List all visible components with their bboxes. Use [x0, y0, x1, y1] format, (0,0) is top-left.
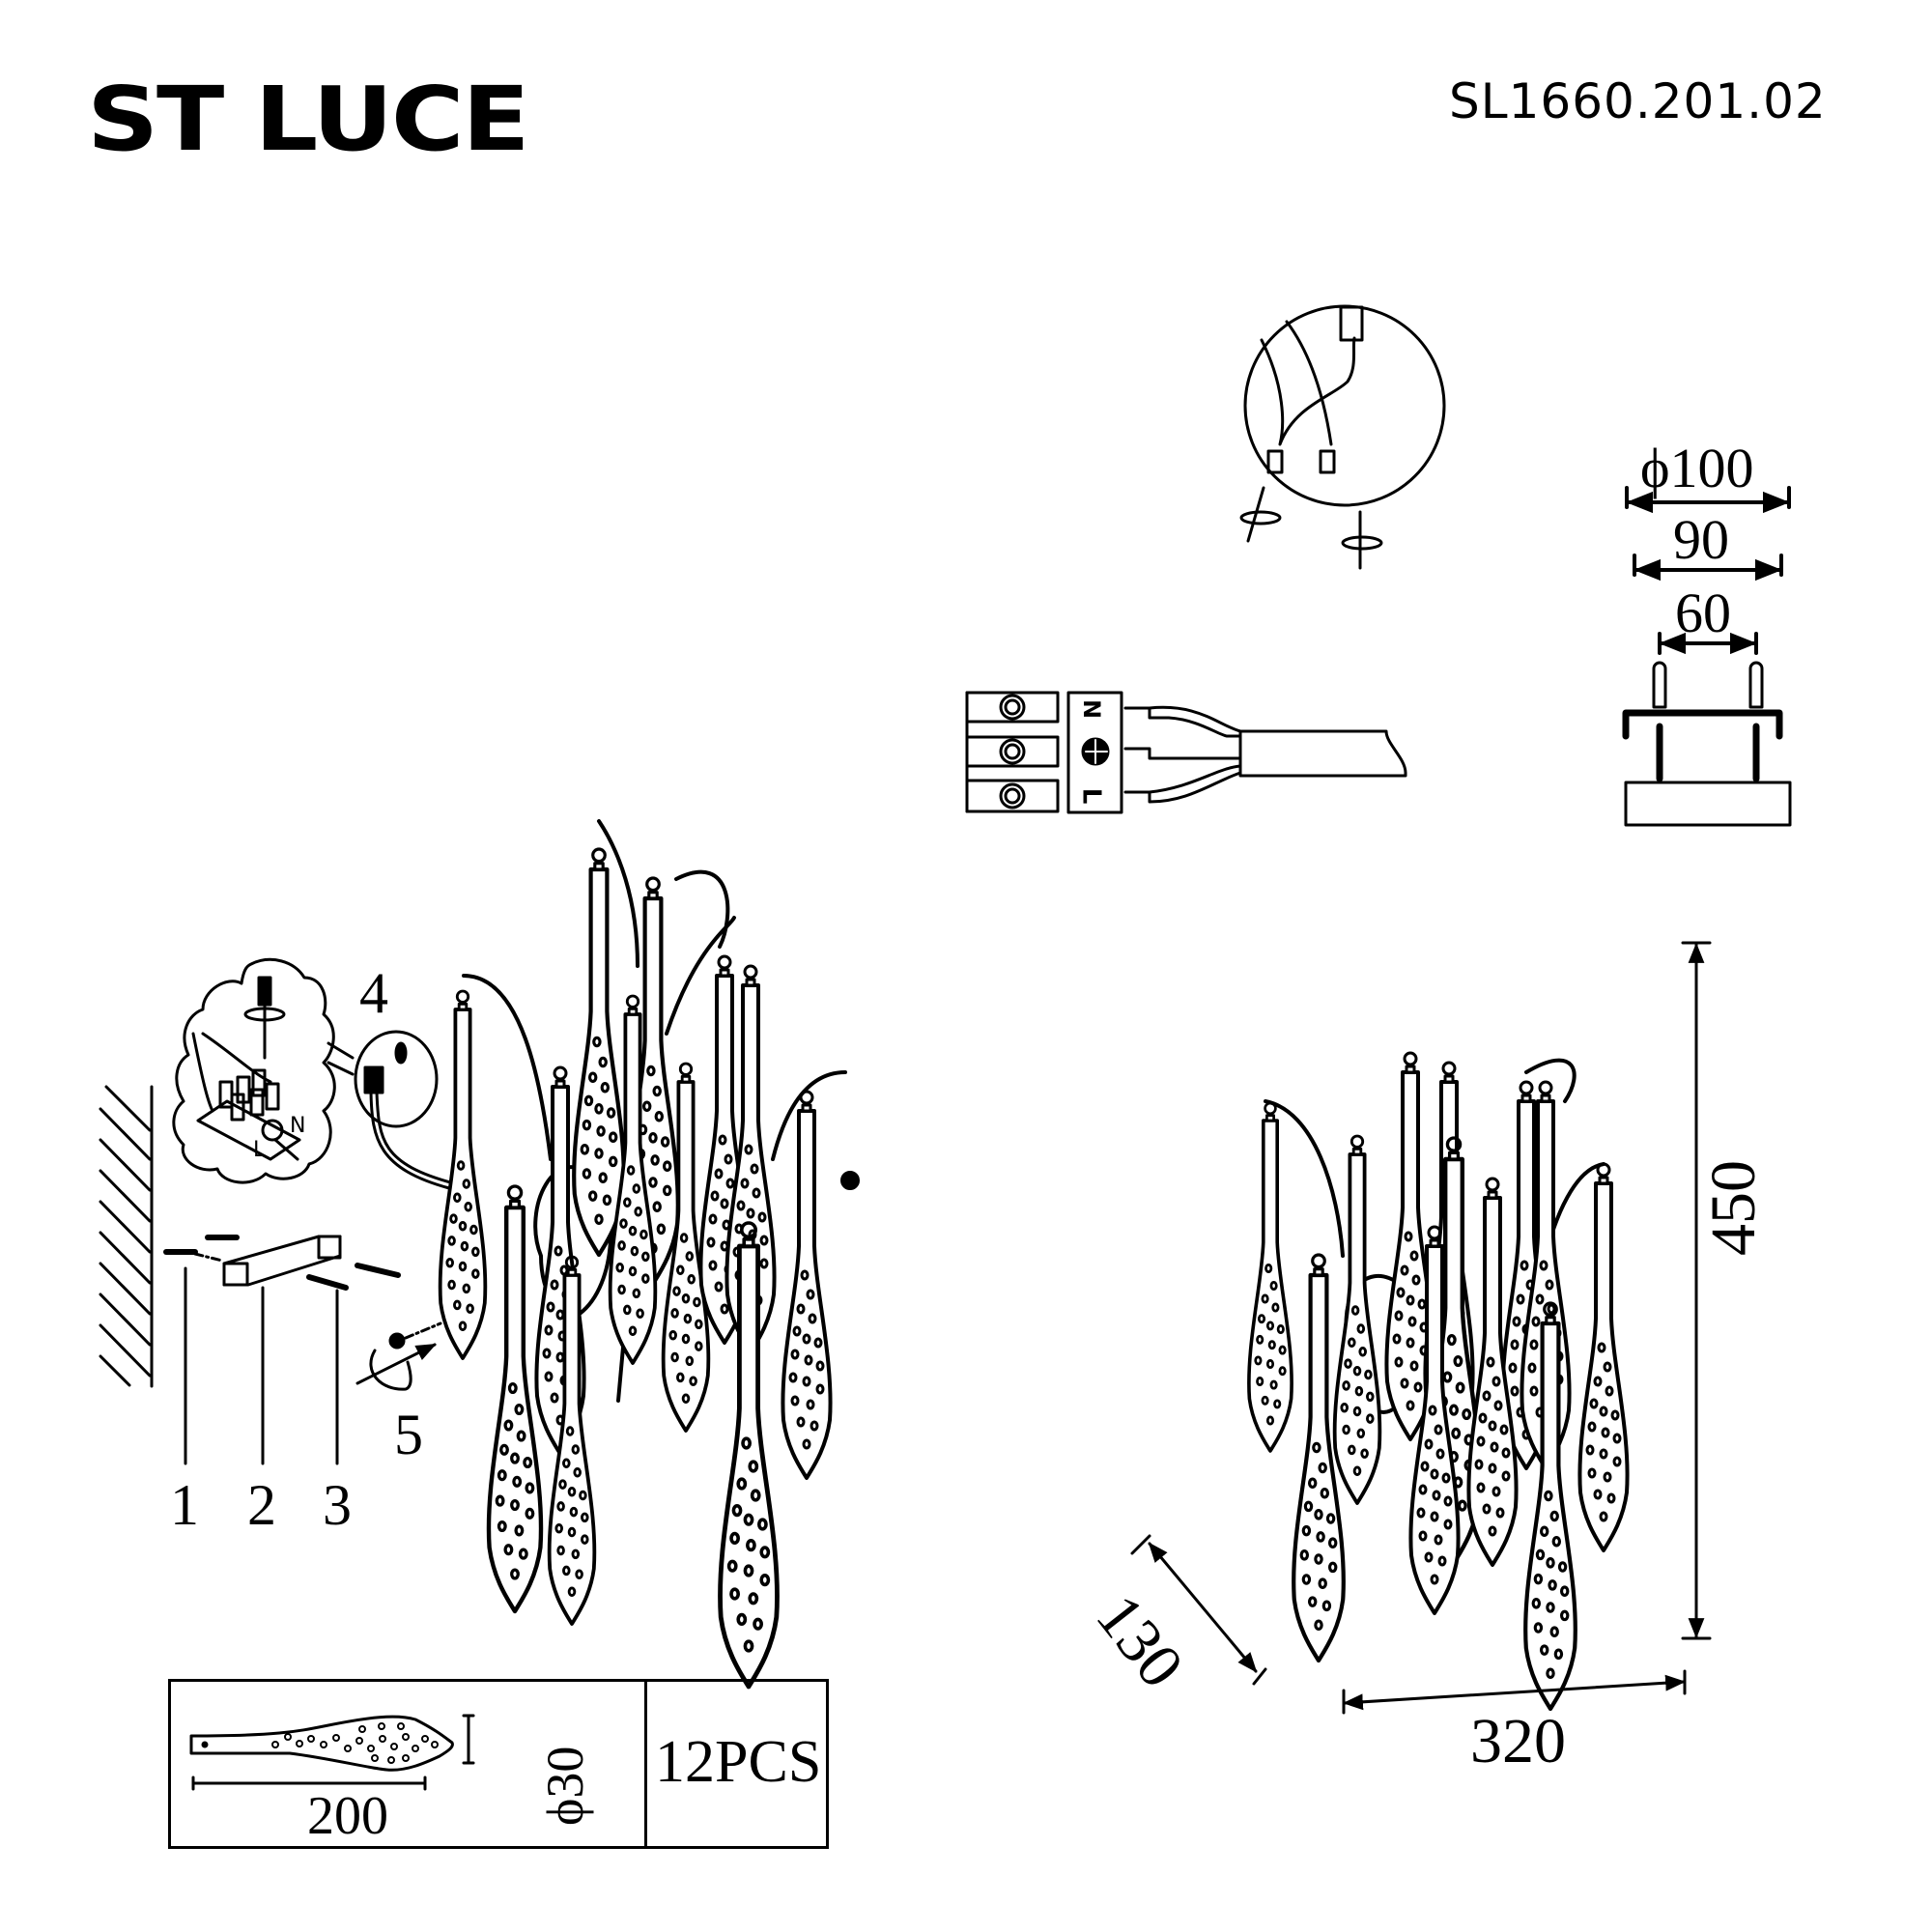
brand-logo: ST LUCE [87, 68, 530, 171]
terminal-label-l: L [1076, 787, 1106, 805]
part-callout-1: 1 [170, 1473, 199, 1537]
terminal-block-diagram [965, 691, 1407, 814]
parts-table [168, 1679, 829, 1849]
inset-label-l: L [253, 1138, 266, 1162]
wire-detail-diagram [1239, 304, 1446, 570]
lamp-installation-view [438, 819, 860, 1687]
model-number: SL1660.201.02 [1449, 73, 1827, 129]
dim-width: 320 [1470, 1706, 1566, 1776]
dim-plate-90: 90 [1673, 508, 1729, 571]
wall-hatch [99, 1085, 154, 1388]
connector-detail-diagram [354, 1030, 456, 1190]
dim-height: 450 [1698, 1160, 1769, 1256]
crystal-part-drawing [189, 1714, 475, 1791]
part-callout-2: 2 [247, 1473, 276, 1537]
crystal-diameter: ϕ30 [536, 1746, 594, 1826]
overall-dimension-lines [1130, 941, 1712, 1715]
step-callout-5: 5 [394, 1403, 423, 1466]
crystal-length: 200 [307, 1786, 388, 1846]
dim-plate-60: 60 [1675, 582, 1731, 644]
step-callout-4: 4 [359, 961, 388, 1025]
part-callout-3: 3 [323, 1473, 352, 1537]
table-divider [644, 1682, 647, 1846]
crystal-quantity: 12PCS [655, 1729, 822, 1795]
bracket-diagram [163, 1041, 442, 1465]
terminal-label-n: N [1078, 698, 1106, 720]
dim-plate-diameter: ϕ100 [1640, 437, 1754, 499]
lamp-dimension-view [1247, 1051, 1630, 1709]
mounting-plate-diagram [1622, 486, 1792, 827]
terminal-inset-diagram [172, 957, 355, 1184]
inset-label-n: N [290, 1114, 306, 1138]
